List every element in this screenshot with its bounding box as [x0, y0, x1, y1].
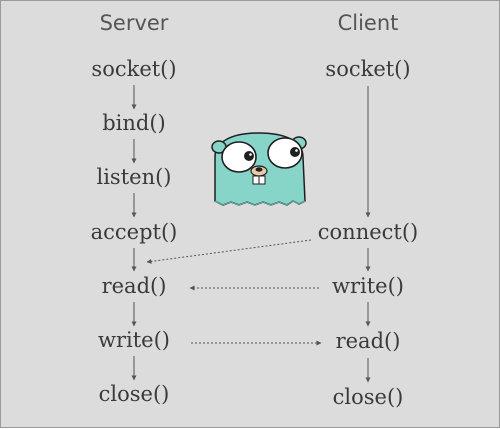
gopher-icon: [211, 132, 307, 206]
server-step-write: write(): [98, 328, 170, 352]
server-step-socket: socket(): [91, 57, 177, 81]
server-title: Server: [99, 11, 169, 35]
client-title: Client: [337, 11, 399, 35]
client-step-connect: connect(): [317, 220, 419, 244]
arrow-connect-to-read: [146, 239, 312, 264]
server-step-listen: listen(): [96, 165, 172, 189]
client-step-write: write(): [332, 274, 404, 298]
client-step-socket: socket(): [325, 57, 411, 81]
server-step-accept: accept(): [90, 220, 178, 244]
client-step-read: read(): [335, 329, 401, 353]
server-step-bind: bind(): [102, 111, 166, 135]
client-step-close: close(): [332, 385, 404, 409]
server-step-close: close(): [98, 382, 170, 406]
server-step-read: read(): [101, 274, 167, 298]
